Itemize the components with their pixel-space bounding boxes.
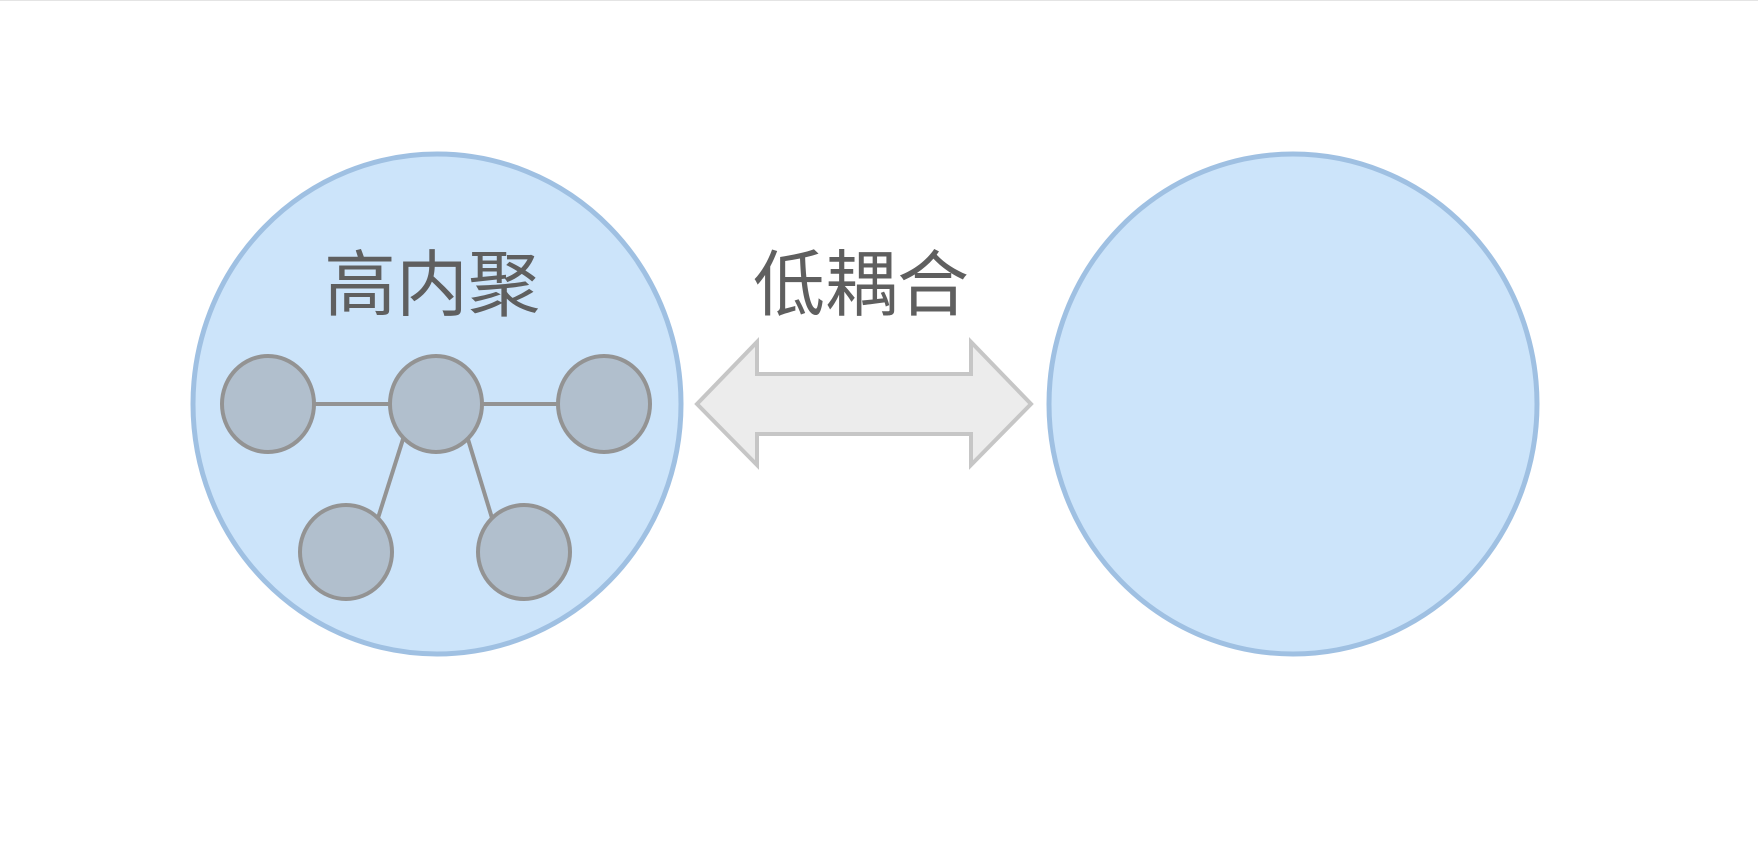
low-coupling-label: 低耦合 (753, 243, 969, 327)
edge-center-bottom-left (376, 435, 406, 519)
internal-nodes (220, 354, 652, 601)
node-bottom-left (298, 503, 394, 601)
internal-edges (314, 402, 558, 519)
right-module-circle (1046, 151, 1540, 657)
node-center (388, 354, 484, 454)
high-cohesion-label: 高内聚 (324, 243, 540, 327)
right-module (1046, 151, 1540, 657)
node-right (556, 354, 652, 454)
left-module: 高内聚 (190, 151, 684, 657)
top-border-line (0, 0, 1758, 1)
connector: 低耦合 (694, 243, 1034, 470)
edge-center-bottom-right (465, 435, 494, 519)
node-bottom-right (476, 503, 572, 601)
double-arrow (694, 337, 1034, 470)
node-left (220, 354, 316, 454)
